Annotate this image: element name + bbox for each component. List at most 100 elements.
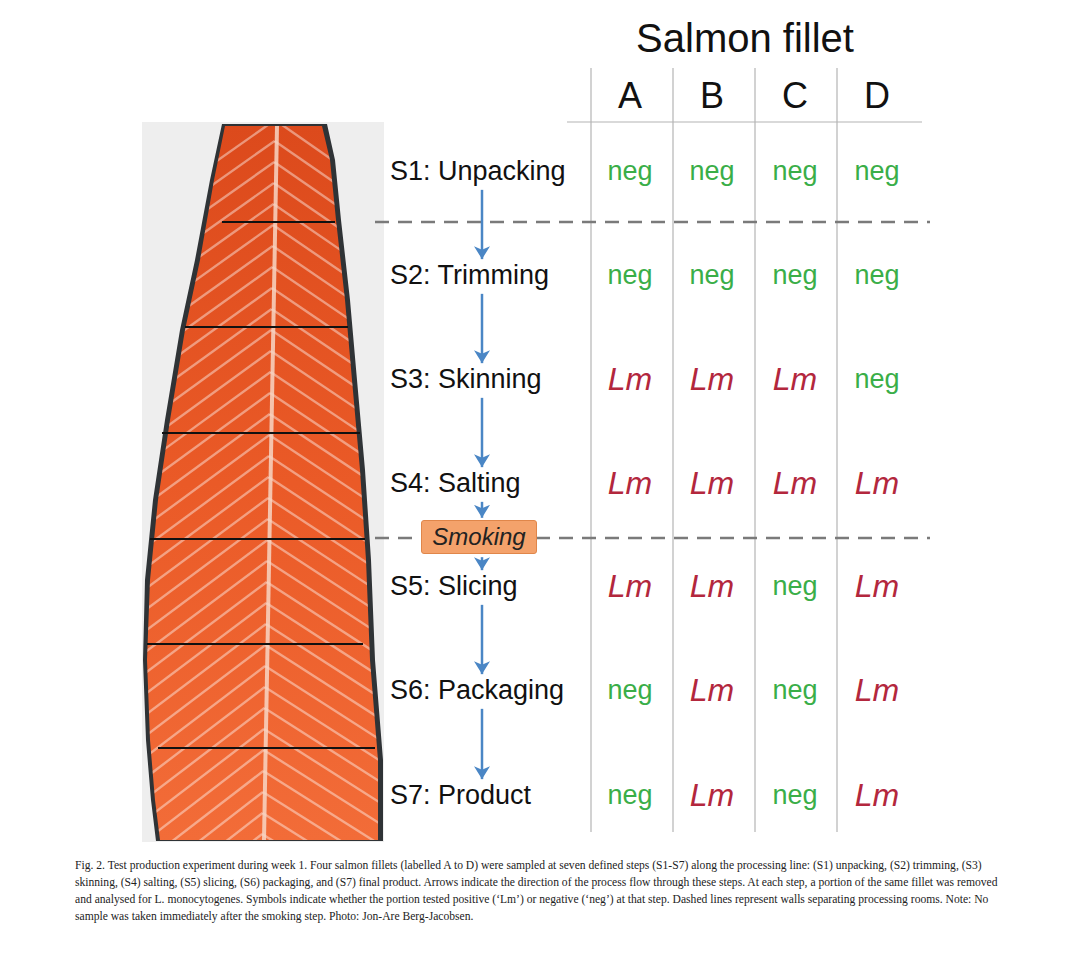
- process-step: S4: Salting: [388, 469, 523, 499]
- flow-arrow: [481, 398, 484, 467]
- grid-line: [590, 68, 591, 832]
- fat-stripe: [140, 414, 270, 509]
- positive-result: Lm: [690, 778, 734, 813]
- fat-stripe: [273, 204, 390, 284]
- positive-result: Lm: [690, 466, 734, 501]
- fat-stripe: [267, 561, 390, 641]
- negative-result: neg: [772, 676, 817, 706]
- cut-line: [222, 221, 335, 223]
- positive-result: Lm: [690, 673, 734, 708]
- fat-stripe: [275, 120, 390, 200]
- fat-stripe: [267, 582, 390, 662]
- negative-result: neg: [772, 261, 817, 291]
- positive-result: Lm: [855, 673, 899, 708]
- fat-stripe: [140, 225, 273, 320]
- grid-line: [672, 68, 673, 832]
- column-header: C: [782, 76, 808, 116]
- negative-result: neg: [772, 781, 817, 811]
- process-badge: Smoking: [421, 520, 536, 554]
- cut-lines: [147, 222, 375, 748]
- fat-stripe: [140, 435, 269, 530]
- process-step: S7: Product: [388, 781, 533, 811]
- column-header: D: [864, 76, 890, 116]
- fat-stripe: [267, 540, 390, 620]
- fat-stripe: [268, 519, 390, 599]
- process-step: S3: Skinning: [388, 365, 544, 395]
- fat-stripe: [140, 120, 275, 215]
- grid-line: [754, 68, 755, 832]
- fat-stripe: [140, 708, 264, 803]
- fat-stripe: [140, 540, 267, 635]
- positive-result: Lm: [855, 466, 899, 501]
- process-step: S6: Packaging: [388, 676, 566, 706]
- node-text: S4: Salting: [390, 469, 521, 499]
- flow-arrow: [481, 709, 484, 779]
- figure-title: Salmon fillet: [636, 16, 854, 61]
- fat-stripe: [264, 750, 390, 830]
- fat-stripe: [140, 267, 272, 362]
- flow-arrow: [481, 294, 484, 363]
- process-step: S2: Trimming: [388, 261, 551, 291]
- node-text: S6: Packaging: [390, 676, 564, 706]
- fat-stripe: [269, 477, 390, 557]
- room-walls: [375, 222, 930, 538]
- table-grid: [567, 68, 922, 832]
- cut-line: [162, 432, 360, 434]
- flow-arrow: [481, 502, 484, 518]
- node-text: Smoking: [432, 524, 525, 550]
- fat-stripe: [140, 582, 267, 677]
- fat-stripe: [270, 372, 390, 452]
- fat-stripe: [140, 477, 269, 572]
- fat-stripe: [140, 351, 271, 446]
- node-text: S1: Unpacking: [390, 157, 566, 187]
- negative-result: neg: [772, 157, 817, 187]
- fat-stripe: [140, 645, 266, 740]
- lateral-line: [264, 126, 277, 840]
- fat-stripe: [140, 687, 265, 782]
- fat-stripe: [269, 456, 390, 536]
- fat-stripe: [140, 792, 263, 887]
- wall-dashed-line: [375, 221, 930, 224]
- fat-stripe: [265, 687, 390, 767]
- fat-stripe: [265, 666, 390, 746]
- fat-stripe: [273, 225, 390, 305]
- flow-arrow: [481, 605, 484, 674]
- node-text: S5: Slicing: [390, 572, 518, 602]
- fat-stripe: [140, 561, 267, 656]
- flow-arrow: [481, 190, 484, 259]
- negative-result: neg: [607, 781, 652, 811]
- positive-result: Lm: [855, 778, 899, 813]
- fat-stripe: [140, 666, 265, 761]
- fat-stripe: [269, 435, 390, 515]
- positive-result: Lm: [855, 569, 899, 604]
- fat-stripe: [264, 729, 390, 809]
- node-text: S7: Product: [390, 781, 531, 811]
- fat-stripe: [140, 771, 263, 866]
- fat-stripe: [140, 372, 270, 467]
- fat-stripe: [272, 267, 390, 347]
- positive-result: Lm: [608, 466, 652, 501]
- fat-stripes: [140, 120, 390, 950]
- negative-result: neg: [772, 572, 817, 602]
- fat-stripe: [273, 246, 390, 326]
- negative-result: neg: [854, 365, 899, 395]
- fat-stripe: [140, 603, 266, 698]
- negative-result: neg: [607, 676, 652, 706]
- fat-stripe: [275, 141, 390, 221]
- fat-stripe: [140, 183, 274, 278]
- fat-stripe: [140, 519, 268, 614]
- node-text: S2: Trimming: [390, 261, 549, 291]
- positive-result: Lm: [608, 362, 652, 397]
- fat-stripe: [271, 330, 390, 410]
- negative-result: neg: [607, 157, 652, 187]
- fat-stripe: [140, 309, 272, 404]
- cut-line: [185, 326, 348, 328]
- cut-line: [158, 747, 375, 749]
- positive-result: Lm: [690, 362, 734, 397]
- positive-result: Lm: [608, 569, 652, 604]
- fat-stripe: [270, 414, 390, 494]
- fat-stripe: [140, 204, 273, 299]
- fat-stripe: [263, 771, 390, 851]
- column-header: B: [700, 76, 724, 116]
